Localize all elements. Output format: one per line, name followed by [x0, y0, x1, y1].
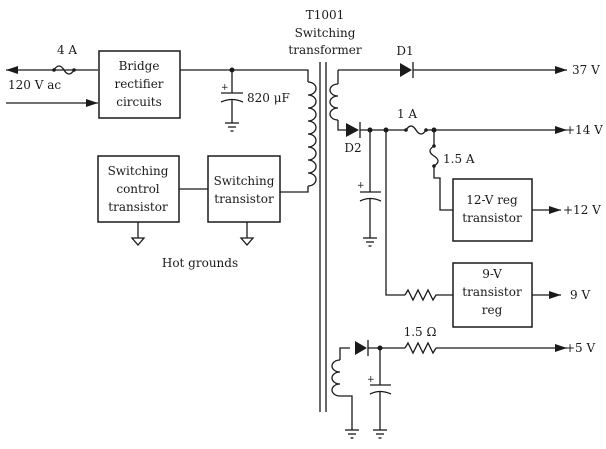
ground-symbol-cap: [373, 429, 387, 439]
bridge-label-2: rectifier: [114, 77, 163, 91]
fuse-1a-label: 1 A: [397, 107, 417, 121]
5v-filter-capacitor: +: [367, 348, 392, 430]
transformer-name-line2: transformer: [288, 43, 361, 57]
secondary-winding-upper: [329, 69, 400, 131]
d2-label: D2: [344, 141, 361, 155]
output-12v-label: +12 V: [563, 203, 601, 217]
ground-symbol-winding: [345, 429, 359, 439]
switching-label-2: transistor: [214, 192, 274, 206]
switching-transistor-block: Switching transistor: [207, 155, 281, 246]
output-37v-label: 37 V: [572, 63, 600, 77]
control-label-2: control: [116, 182, 159, 196]
transformer-core: [319, 62, 327, 412]
control-label-1: Switching: [108, 164, 169, 178]
bridge-label-3: circuits: [116, 95, 162, 109]
transformer-name-line1: Switching: [295, 26, 356, 40]
regulator-12v-block: 12-V reg transistor: [452, 178, 533, 242]
hot-grounds-label: Hot grounds: [162, 256, 238, 270]
fuse-1-5a: 1.5 A: [429, 130, 475, 168]
svg-text:+: +: [357, 181, 365, 191]
diode-5v: [355, 340, 369, 356]
reg12-label-2: transistor: [462, 211, 522, 225]
reg12-label-1: 12-V reg: [466, 193, 518, 207]
bridge-label-1: Bridge: [119, 59, 160, 73]
primary-winding: [232, 69, 317, 193]
fuse-1a: 1 A: [397, 107, 428, 135]
d2-filter-capacitor: +: [357, 130, 382, 247]
output-5v-label: +5 V: [565, 341, 596, 355]
fuse-4a: 4 A: [52, 43, 77, 75]
d1-label: D1: [396, 44, 413, 58]
switching-label-1: Switching: [214, 174, 275, 188]
reg9-label-1: 9-V: [482, 267, 502, 281]
ac-input: 120 V ac: [6, 66, 98, 107]
reg9-feed-wire: [385, 130, 405, 296]
secondary-winding-lower: [331, 347, 353, 430]
filter-capacitor: + 820 μF: [180, 67, 290, 132]
output-14v-label: +14 V: [565, 123, 603, 137]
control-label-3: transistor: [108, 200, 168, 214]
diode-d1: D1: [396, 44, 414, 78]
fuse-1-5a-label: 1.5 A: [443, 152, 475, 166]
resistor-9v: [404, 288, 453, 302]
transformer-ref: T1001: [306, 8, 345, 22]
resistor-5v-label: 1.5 Ω: [404, 325, 437, 339]
reg9-label-3: reg: [482, 303, 503, 317]
fuse-4a-label: 4 A: [57, 43, 77, 57]
diode-d2: D2: [344, 122, 362, 155]
svg-text:+: +: [221, 83, 229, 93]
resistor-5v: 1.5 Ω: [404, 325, 437, 355]
switching-control-block: Switching control transistor: [97, 155, 208, 246]
bridge-rectifier-block: Bridge rectifier circuits: [98, 50, 181, 119]
reg9-label-2: transistor: [462, 285, 522, 299]
filter-cap-label: 820 μF: [247, 91, 290, 105]
ac-input-label: 120 V ac: [8, 78, 61, 92]
regulator-9v-block: 9-V transistor reg: [452, 262, 533, 328]
svg-text:+: +: [367, 375, 375, 385]
output-9v-label: 9 V: [570, 288, 590, 302]
